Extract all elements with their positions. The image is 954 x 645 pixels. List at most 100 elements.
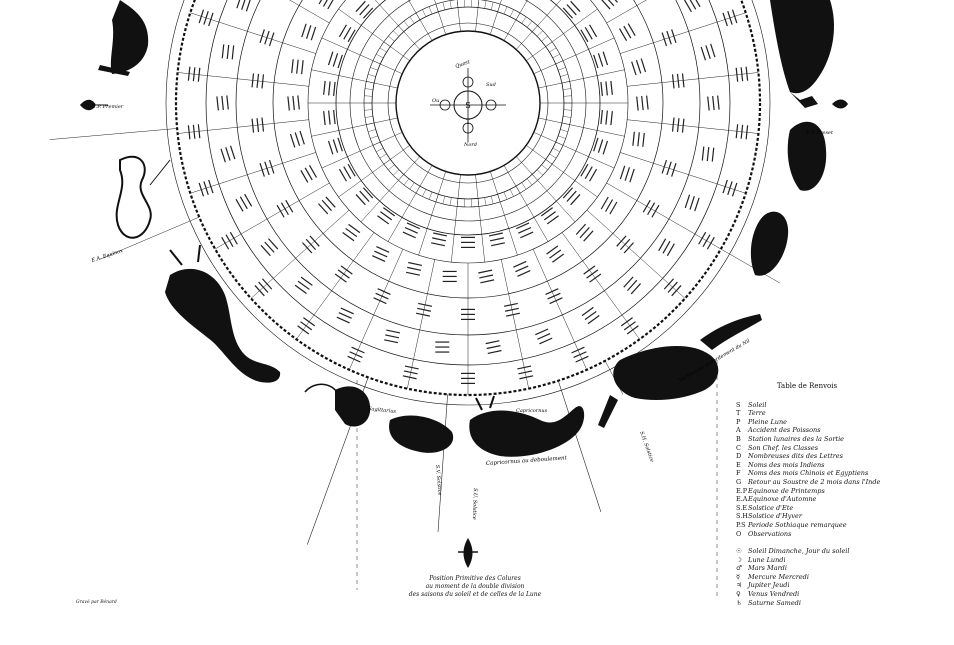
radial-divider [434, 0, 446, 35]
radial-divider [449, 197, 452, 206]
inscription-stroke [332, 53, 339, 67]
inscription-stroke [666, 30, 672, 45]
radial-divider [190, 152, 316, 194]
ep-left-label: E.P. Premier [91, 104, 124, 110]
radial-divider [177, 72, 309, 87]
radial-divider [367, 129, 376, 132]
legend-symbol: ☿ [736, 572, 740, 581]
inscription-stroke [347, 355, 361, 363]
radial-divider [533, 37, 615, 74]
legend-row: ♄Saturne Samedi [736, 599, 886, 608]
inscription-stroke [300, 170, 309, 183]
inscription-stroke [642, 132, 645, 147]
radial-divider [532, 25, 538, 32]
inscription-stroke [244, 193, 253, 207]
inscription-stroke [264, 30, 270, 45]
inscription-stroke [516, 222, 530, 230]
inscription-stroke [689, 196, 695, 210]
radial-divider [370, 135, 378, 139]
inscription-stroke [584, 310, 597, 321]
inscription-stroke [602, 140, 609, 155]
radial-divider [388, 35, 395, 42]
inscription-stroke [566, 4, 577, 16]
inscription-stroke [671, 74, 675, 89]
inscription-stroke [251, 118, 255, 133]
radial-divider [490, 171, 518, 256]
radial-divider [538, 117, 625, 137]
inscription-stroke [520, 231, 534, 239]
inscription-stroke [332, 139, 339, 153]
radial-divider [393, 169, 400, 176]
radial-divider [515, 0, 562, 50]
inscription-stroke [646, 95, 649, 110]
aquarius-figure [598, 314, 762, 428]
libra-figure [115, 155, 171, 239]
inscription-stroke [602, 51, 609, 66]
inscription-stroke [630, 283, 642, 295]
legend-symbol: P.S [736, 520, 746, 529]
radial-divider [509, 189, 514, 197]
inscription-stroke [256, 73, 260, 88]
inscription-stroke [373, 297, 387, 305]
radial-divider [422, 189, 427, 197]
radial-divider [409, 182, 415, 190]
inscription-stroke [337, 137, 343, 152]
inscription-stroke [256, 118, 260, 133]
sagittarius-figure [304, 383, 454, 453]
legend-symbol: ♂ [736, 564, 742, 573]
legend-symbol: S.H [736, 512, 748, 521]
radial-divider [526, 178, 533, 186]
center-compass: S T Quest Sud Ou Nord [430, 59, 506, 148]
inscription-stroke [348, 223, 361, 234]
inscription-stroke [581, 306, 594, 317]
inscription-stroke [221, 44, 225, 59]
inscription-stroke [417, 307, 432, 312]
inscription-stroke [241, 0, 247, 10]
radial-divider [526, 8, 598, 61]
inscription-stroke [327, 140, 334, 155]
legend-symbol: E.P [736, 486, 748, 495]
inscription-stroke [491, 242, 505, 247]
radial-divider [501, 259, 529, 389]
legend-text: Periode Sothiaque remarquee [748, 520, 847, 529]
inscription-stroke [566, 190, 577, 202]
inscription-stroke [609, 201, 618, 215]
inscription-stroke [537, 333, 551, 340]
inscription-stroke [349, 351, 363, 358]
inscription-stroke [580, 29, 589, 43]
inscription-stroke [515, 265, 529, 273]
inscription-stroke [636, 96, 639, 111]
scorpio-figure [165, 244, 281, 383]
radial-divider [374, 0, 421, 50]
inscription-stroke [570, 194, 581, 206]
radial-divider [497, 194, 501, 202]
inscription-stroke [486, 345, 501, 350]
inscription-stroke [707, 96, 710, 111]
inscription-stroke [461, 377, 475, 379]
inscription-stroke [304, 167, 313, 181]
inscription-stroke [261, 117, 265, 132]
inscription-stroke [318, 0, 327, 5]
ornament-left [80, 99, 108, 111]
inscription-stroke [727, 181, 733, 195]
inscription-stroke [268, 32, 275, 47]
radial-divider [456, 0, 459, 8]
legend-text: Terre [748, 409, 766, 418]
inscription-stroke [701, 146, 705, 161]
legend-row: ♀Venus Vendredi [736, 590, 886, 599]
inscription-stroke [504, 307, 519, 312]
inscription-stroke [573, 351, 587, 358]
inscription-stroke [338, 24, 347, 38]
radial-divider [533, 132, 615, 169]
radial-divider [379, 153, 387, 159]
radial-divider [484, 197, 487, 206]
inscription-stroke [547, 292, 561, 300]
radial-divider [526, 145, 598, 198]
radial-divider [549, 47, 557, 53]
inscription-stroke [362, 7, 374, 19]
